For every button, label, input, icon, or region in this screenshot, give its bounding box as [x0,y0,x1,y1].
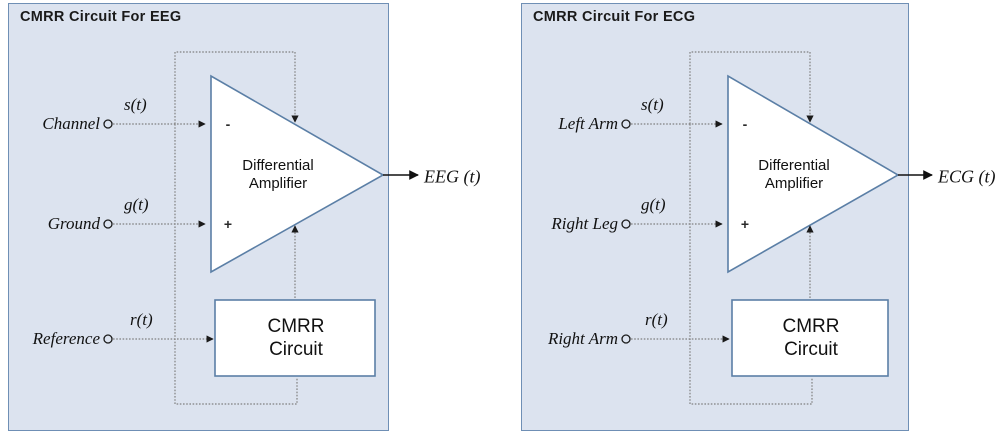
amplifier-label-eeg: Differential Amplifier [242,157,313,193]
panel-title-ecg: CMRR Circuit For ECG [533,9,696,25]
input-label-left-arm: Left Arm [558,114,618,133]
signal-label-g-ecg: g(t) [641,195,666,214]
amplifier-label-line1-eeg: Differential [242,157,314,174]
input-label-right-arm: Right Arm [547,329,618,348]
input-label-channel: Channel [42,114,100,133]
cmrr-block-label-ecg: CMRR Circuit [783,315,840,361]
amplifier-plus-input-ecg: + [740,216,750,232]
signal-label-s-ecg: s(t) [641,95,664,114]
amplifier-minus-input-ecg: - [742,116,748,132]
input-label-right-leg: Right Leg [551,214,618,233]
output-label-eeg: EEG (t) [424,166,481,187]
signal-label-g-eeg: g(t) [124,195,149,214]
amplifier-label-ecg: Differential Amplifier [758,157,829,193]
amplifier-label-line2-ecg: Amplifier [764,175,824,192]
amplifier-label-line1-ecg: Differential [758,157,830,174]
amplifier-label-line2-eeg: Amplifier [248,175,308,192]
signal-label-r-ecg: r(t) [645,310,668,329]
input-label-ground: Ground [47,214,100,233]
signal-label-s-eeg: s(t) [124,95,147,114]
cmrr-block-line1-eeg: CMRR [267,316,325,337]
cmrr-block-line2-ecg: Circuit [784,339,838,360]
input-label-reference: Reference [32,329,100,348]
output-label-ecg: ECG (t) [938,166,996,187]
panel-title-eeg: CMRR Circuit For EEG [20,9,182,25]
cmrr-block-label-eeg: CMRR Circuit [268,315,325,361]
amplifier-plus-input-eeg: + [223,216,233,232]
cmrr-block-line1-ecg: CMRR [782,316,840,337]
cmrr-block-line2-eeg: Circuit [269,339,323,360]
signal-label-r-eeg: r(t) [130,310,153,329]
amplifier-minus-input-eeg: - [225,116,231,132]
